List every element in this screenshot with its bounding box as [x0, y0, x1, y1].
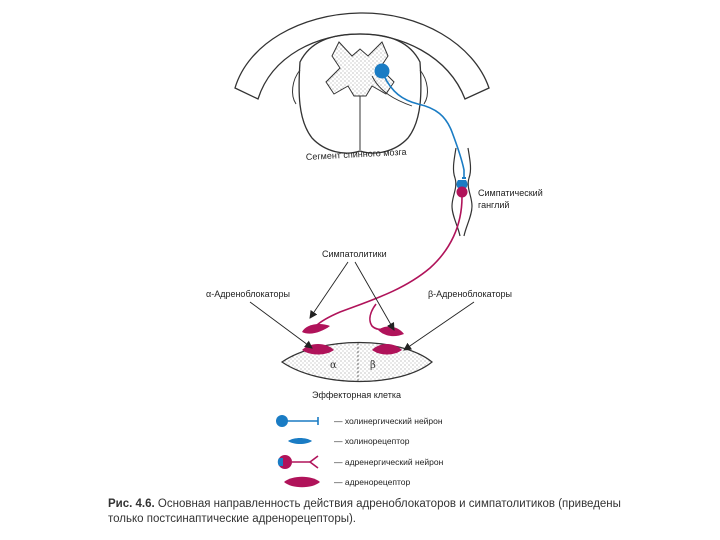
- legend-adrenoreceptor: — адренорецептор: [334, 477, 411, 487]
- legend-cholinergic-neuron: — холинергический нейрон: [334, 416, 443, 426]
- cholinoreceptor-icon: [288, 438, 312, 444]
- beta-blockers-label: β-Адреноблокаторы: [428, 289, 512, 299]
- postganglionic-adrenergic-neuron: [302, 196, 463, 337]
- sympathetic-ganglion: [451, 147, 473, 237]
- effector-cell-label: Эффекторная клетка: [312, 390, 401, 400]
- sympatholytics-label: Симпатолитики: [322, 249, 387, 259]
- adrenoreceptor-icon: [284, 476, 320, 488]
- spinal-segment-label: Сегмент спинного мозга: [306, 147, 407, 162]
- legend: — холинергический нейрон — холинорецепто…: [276, 415, 444, 488]
- spinal-cord-segment: [234, 12, 490, 154]
- effector-cell: α β: [280, 342, 433, 382]
- arrows: [249, 261, 475, 351]
- cholinergic-neuron-icon: [276, 415, 319, 427]
- preganglionic-cholinergic-neuron: [371, 63, 466, 179]
- beta-symbol: β: [370, 360, 376, 371]
- figure-caption: Рис. 4.6. Основная направленность действ…: [108, 497, 628, 527]
- legend-adrenergic-neuron: — адренергический нейрон: [334, 457, 444, 467]
- ganglion-label-line2: ганглий: [478, 200, 509, 210]
- caption-prefix: Рис. 4.6.: [108, 498, 155, 510]
- adrenergic-neuron-icon: [277, 455, 319, 469]
- beta-nerve-ending: [378, 326, 404, 337]
- ganglion-label-line1: Симпатический: [478, 188, 543, 198]
- alpha-symbol: α: [330, 360, 337, 371]
- beta-adrenoreceptor: [372, 344, 402, 355]
- caption-text: Основная направленность действия адреноб…: [108, 498, 621, 525]
- alpha-nerve-ending: [302, 324, 330, 334]
- alpha-blockers-label: α-Адреноблокаторы: [206, 289, 290, 299]
- legend-cholinoreceptor: — холинорецептор: [334, 436, 410, 446]
- gray-matter: [325, 41, 395, 97]
